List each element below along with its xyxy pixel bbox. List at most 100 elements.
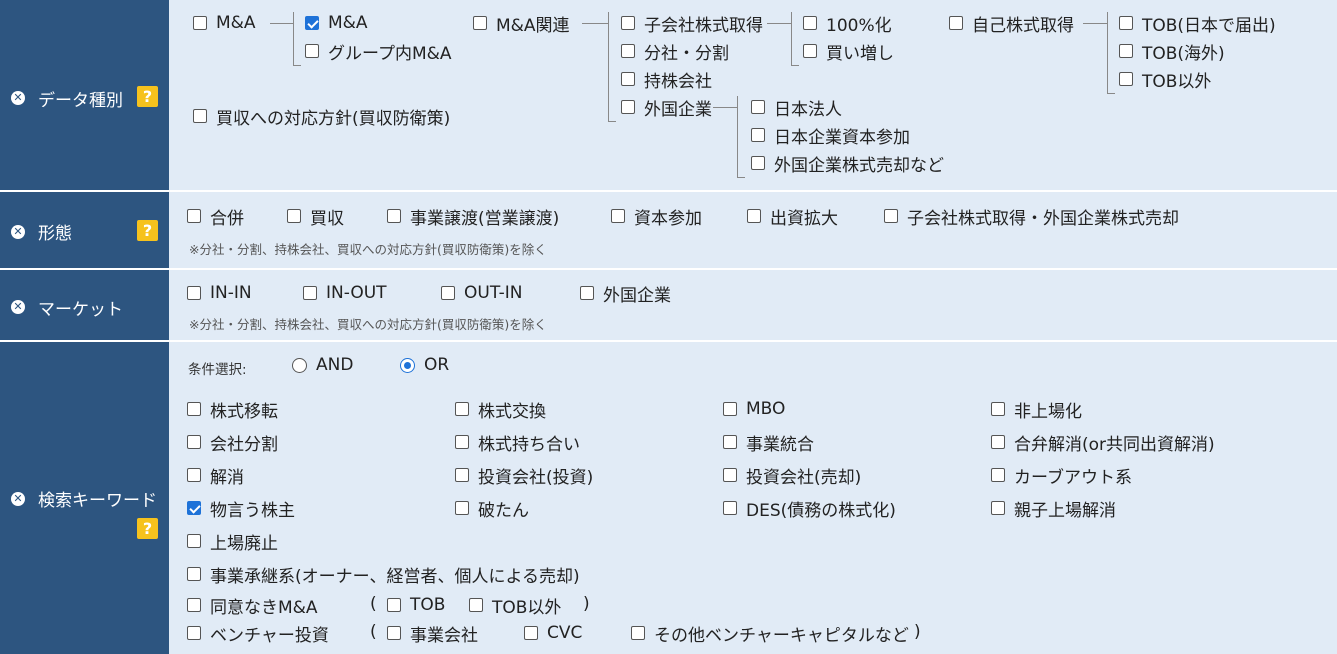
remove-icon[interactable]: ✕	[11, 492, 25, 506]
checkbox-box[interactable]	[187, 567, 201, 581]
checkbox-ma-sub[interactable]: M&A	[305, 12, 368, 34]
checkbox-box[interactable]	[387, 598, 401, 612]
checkbox-box[interactable]	[991, 435, 1005, 449]
keyword-checkbox-hostile-tob[interactable]: TOB	[387, 594, 445, 616]
checkbox-ma-related[interactable]: M&A関連	[473, 12, 570, 36]
checkbox-box[interactable]	[187, 626, 201, 640]
remove-icon[interactable]: ✕	[11, 300, 25, 314]
checkbox-box[interactable]	[803, 44, 817, 58]
checkbox-box[interactable]	[751, 156, 765, 170]
checkbox-box[interactable]	[747, 209, 761, 223]
help-icon[interactable]: ?	[137, 220, 158, 241]
keyword-checkbox-hostile-other[interactable]: TOB以外	[469, 594, 561, 618]
checkbox-tob-abroad[interactable]: TOB(海外)	[1119, 40, 1225, 64]
keyword-checkbox[interactable]: 親子上場解消	[991, 497, 1116, 521]
radio-circle[interactable]	[292, 357, 307, 373]
checkbox-100pct[interactable]: 100%化	[803, 12, 892, 36]
keyword-checkbox[interactable]: 投資会社(投資)	[455, 464, 593, 488]
checkbox-box[interactable]	[455, 435, 469, 449]
checkbox-group-ma[interactable]: グループ内M&A	[305, 40, 452, 64]
checkbox-box[interactable]	[441, 286, 455, 300]
checkbox-box[interactable]	[473, 16, 487, 30]
checkbox-box[interactable]	[723, 402, 737, 416]
checkbox-box[interactable]	[303, 286, 317, 300]
checkbox-invest-expand[interactable]: 出資拡大	[747, 205, 838, 229]
checkbox-box[interactable]	[621, 100, 635, 114]
checkbox-ma[interactable]: M&A	[193, 12, 256, 34]
checkbox-box[interactable]	[193, 16, 207, 30]
checkbox-tob-other[interactable]: TOB以外	[1119, 68, 1211, 92]
checkbox-holding[interactable]: 持株会社	[621, 68, 712, 92]
keyword-checkbox-venture-cvc[interactable]: CVC	[524, 622, 582, 644]
keyword-checkbox[interactable]: 会社分割	[187, 431, 278, 455]
checkbox-box[interactable]	[1119, 44, 1133, 58]
keyword-checkbox[interactable]: 解消	[187, 464, 244, 488]
checkbox-box[interactable]	[723, 501, 737, 515]
checkbox-tob-jp[interactable]: TOB(日本で届出)	[1119, 12, 1276, 36]
radio-or[interactable]: OR	[400, 354, 449, 376]
checkbox-box[interactable]	[469, 598, 483, 612]
checkbox-jp-corp[interactable]: 日本法人	[751, 96, 842, 120]
checkbox-box[interactable]	[187, 534, 201, 548]
checkbox-box[interactable]	[751, 100, 765, 114]
checkbox-subsidiary-sale[interactable]: 子会社株式取得・外国企業株式売却	[884, 205, 1179, 229]
checkbox-transfer[interactable]: 事業譲渡(営業譲渡)	[387, 205, 559, 229]
checkbox-capital[interactable]: 資本参加	[611, 205, 702, 229]
checkbox-box[interactable]	[187, 468, 201, 482]
checkbox-box[interactable]	[387, 626, 401, 640]
keyword-checkbox-venture[interactable]: ベンチャー投資	[187, 622, 329, 646]
checkbox-box[interactable]	[621, 16, 635, 30]
checkbox-buyup[interactable]: 買い増し	[803, 40, 894, 64]
keyword-checkbox[interactable]: DES(債務の株式化)	[723, 497, 896, 521]
keyword-checkbox-venture-vc[interactable]: その他ベンチャーキャピタルなど	[631, 622, 909, 646]
keyword-checkbox-activist[interactable]: 物言う株主	[187, 497, 295, 521]
checkbox-box[interactable]	[621, 72, 635, 86]
checkbox-box[interactable]	[991, 501, 1005, 515]
keyword-checkbox[interactable]: 非上場化	[991, 398, 1082, 422]
checkbox-box[interactable]	[524, 626, 538, 640]
checkbox-box[interactable]	[723, 435, 737, 449]
checkbox-box[interactable]	[621, 44, 635, 58]
checkbox-box[interactable]	[1119, 16, 1133, 30]
keyword-checkbox[interactable]: 株式交換	[455, 398, 546, 422]
checkbox-box[interactable]	[187, 209, 201, 223]
checkbox-spinoff[interactable]: 分社・分割	[621, 40, 729, 64]
checkbox-box[interactable]	[193, 109, 207, 123]
checkbox-box[interactable]	[455, 402, 469, 416]
checkbox-box[interactable]	[803, 16, 817, 30]
checkbox-box[interactable]	[991, 402, 1005, 416]
keyword-checkbox[interactable]: 株式移転	[187, 398, 278, 422]
checkbox-merger[interactable]: 合併	[187, 205, 244, 229]
checkbox-box[interactable]	[187, 435, 201, 449]
checkbox-box[interactable]	[611, 209, 625, 223]
checkbox-box[interactable]	[751, 128, 765, 142]
keyword-checkbox[interactable]: MBO	[723, 398, 785, 420]
checkbox-box[interactable]	[631, 626, 645, 640]
keyword-checkbox-venture-corp[interactable]: 事業会社	[387, 622, 478, 646]
checkbox-box[interactable]	[455, 468, 469, 482]
checkbox-in-in[interactable]: IN-IN	[187, 282, 252, 304]
checkbox-box[interactable]	[187, 286, 201, 300]
keyword-checkbox-delisting[interactable]: 上場廃止	[187, 530, 278, 554]
checkbox-box[interactable]	[580, 286, 594, 300]
checkbox-jp-capital[interactable]: 日本企業資本参加	[751, 124, 910, 148]
checkbox-defense[interactable]: 買収への対応方針(買収防衛策)	[193, 105, 450, 129]
help-icon[interactable]: ?	[137, 518, 158, 539]
checkbox-box[interactable]	[187, 598, 201, 612]
checkbox-box[interactable]	[287, 209, 301, 223]
keyword-checkbox-succession[interactable]: 事業承継系(オーナー、経営者、個人による売却)	[187, 563, 580, 587]
checkbox-box-checked[interactable]	[187, 501, 201, 515]
checkbox-foreign-sale[interactable]: 外国企業株式売却など	[751, 152, 944, 176]
checkbox-box[interactable]	[991, 468, 1005, 482]
keyword-checkbox-hostile[interactable]: 同意なきM&A	[187, 594, 318, 618]
keyword-checkbox[interactable]: 株式持ち合い	[455, 431, 580, 455]
checkbox-box[interactable]	[1119, 72, 1133, 86]
checkbox-box[interactable]	[305, 44, 319, 58]
checkbox-box[interactable]	[455, 501, 469, 515]
checkbox-box[interactable]	[949, 16, 963, 30]
checkbox-box[interactable]	[387, 209, 401, 223]
remove-icon[interactable]: ✕	[11, 91, 25, 105]
checkbox-foreign[interactable]: 外国企業	[621, 96, 712, 120]
checkbox-subsidiary[interactable]: 子会社株式取得	[621, 12, 763, 36]
remove-icon[interactable]: ✕	[11, 225, 25, 239]
